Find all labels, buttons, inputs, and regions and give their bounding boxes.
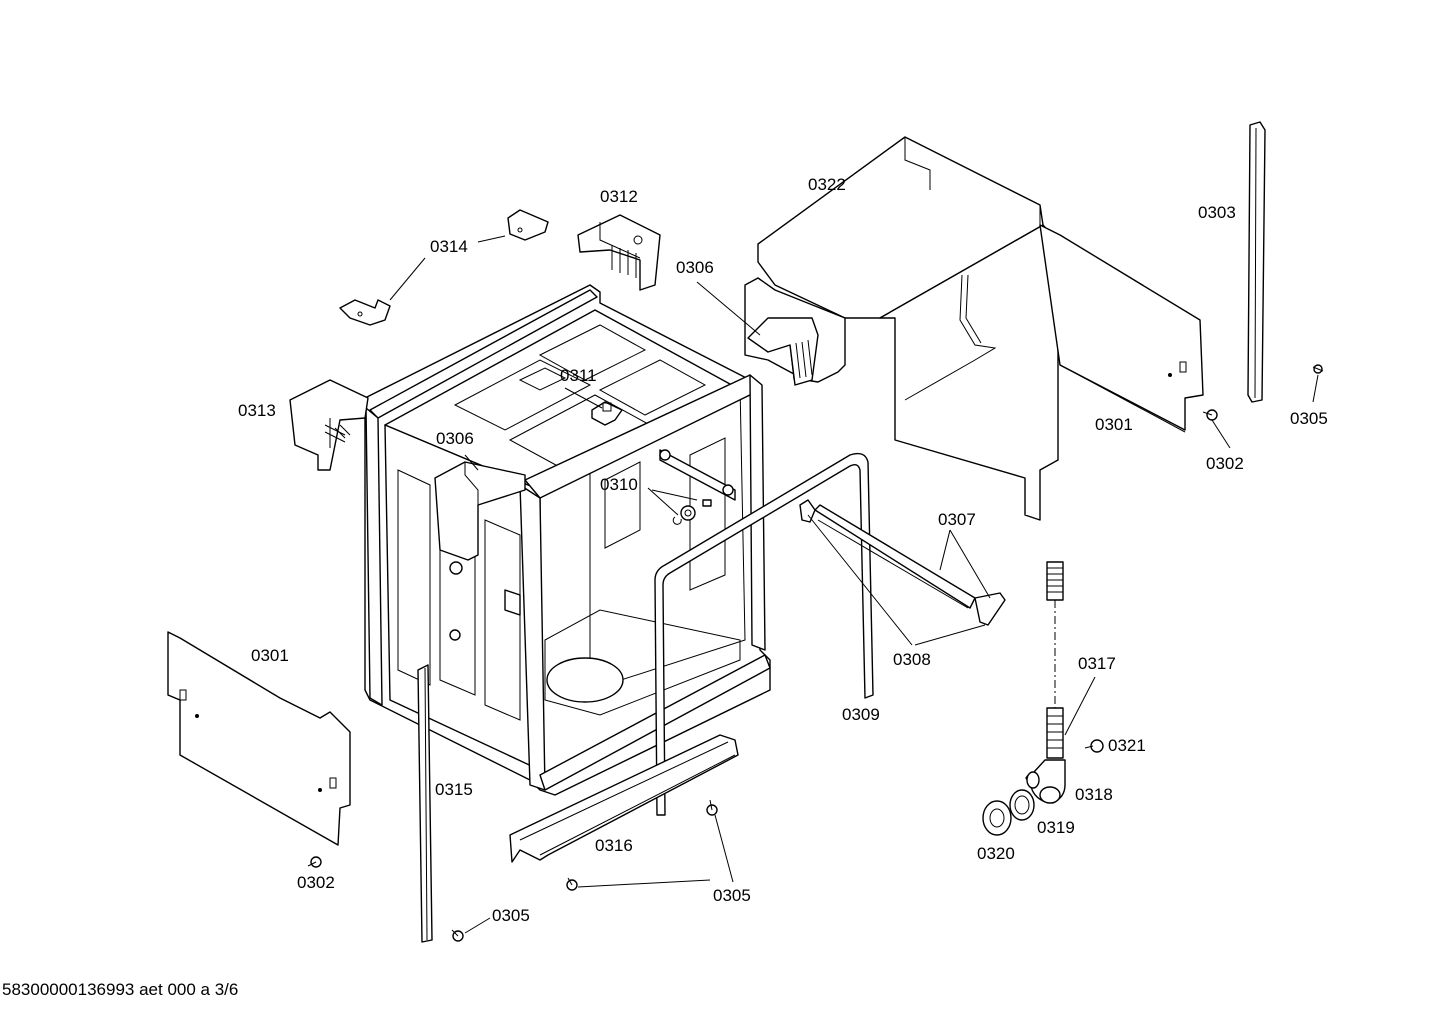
part-0301-right-panel [1039, 224, 1204, 433]
label-0302-right: 0302 [1206, 454, 1244, 473]
label-0306-mid: 0306 [436, 429, 474, 448]
leader-lines [389, 235, 1319, 934]
label-0305-bottom-left: 0305 [492, 906, 530, 925]
screw-0302-left [307, 856, 322, 868]
part-0315-strip [417, 664, 433, 943]
label-0316: 0316 [595, 836, 633, 855]
label-0309: 0309 [842, 705, 880, 724]
part-0316-rail [509, 734, 739, 863]
label-0311: 0311 [560, 366, 597, 385]
label-0301-right: 0301 [1095, 415, 1133, 434]
part-0312-bracket [577, 214, 661, 291]
label-0303: 0303 [1198, 203, 1236, 222]
part-0310-parts [672, 499, 712, 525]
label-0322: 0322 [808, 175, 846, 194]
label-0308: 0308 [893, 650, 931, 669]
part-0318-elbow [1025, 759, 1066, 804]
label-0302-left: 0302 [297, 873, 335, 892]
part-0317-hose [1046, 561, 1064, 759]
label-0320: 0320 [977, 844, 1015, 863]
part-0314-bracket-top [507, 209, 549, 241]
label-0321: 0321 [1108, 736, 1146, 755]
label-0310: 0310 [600, 475, 638, 494]
part-0314-bracket-bottom [339, 299, 391, 326]
label-0307: 0307 [938, 510, 976, 529]
label-0315: 0315 [435, 780, 473, 799]
label-0313: 0313 [238, 401, 276, 420]
part-0303-strip [1247, 121, 1266, 403]
screw-0305-bottom-left [451, 929, 464, 942]
label-0318: 0318 [1075, 785, 1113, 804]
label-0305-right: 0305 [1290, 409, 1328, 428]
label-0301-left: 0301 [251, 646, 289, 665]
label-0312: 0312 [600, 187, 638, 206]
part-0301-left-panel [167, 631, 351, 846]
label-0306-top: 0306 [676, 258, 714, 277]
label-0314: 0314 [430, 237, 468, 256]
screw-0305-bottom-mid-a [706, 799, 718, 816]
label-0317: 0317 [1078, 654, 1116, 673]
screw-0302-right [1202, 409, 1218, 421]
part-labels: 0312 0314 0322 0303 0306 0311 0313 0306 … [238, 175, 1328, 925]
part-0306-mid [434, 461, 526, 561]
document-reference: 58300000136993 aet 000 a 3/6 [2, 980, 239, 999]
label-0305-bottom-mid: 0305 [713, 886, 751, 905]
part-0309-seal [654, 452, 874, 816]
screw-0305-bottom-mid-b [566, 877, 578, 891]
screw-0321 [1084, 739, 1104, 753]
part-0307-rail [799, 499, 1006, 626]
part-0313-bracket [289, 379, 369, 471]
label-0319: 0319 [1037, 818, 1075, 837]
part-0319-ring [1009, 789, 1035, 821]
screw-0305-right [1312, 364, 1324, 374]
part-0311-clip [591, 401, 623, 426]
part-0306-top [747, 317, 819, 386]
part-0320-cap [982, 800, 1012, 836]
